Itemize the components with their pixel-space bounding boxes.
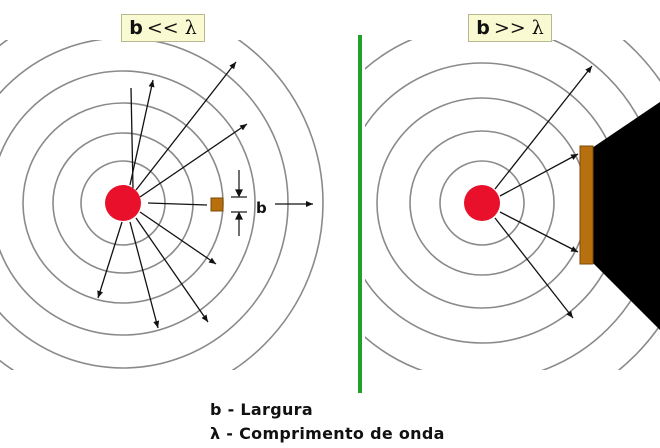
ray-arrow: [130, 87, 134, 189]
ray-arrow: [147, 202, 208, 206]
b-marker-label: b: [256, 199, 267, 217]
condition-text: >> λ: [493, 17, 544, 39]
wave-source-left: [105, 185, 141, 221]
width-symbol: b: [129, 17, 143, 39]
wavefront-ring: [439, 160, 525, 246]
shadow-region: [592, 102, 660, 330]
legend-width: b - Largura: [210, 400, 313, 419]
ray-arrow: [135, 61, 237, 191]
left-panel: [0, 40, 324, 370]
ray-arrow: [129, 221, 160, 329]
ray-arrow: [139, 123, 248, 198]
ray-arrow: [494, 65, 593, 190]
ray-arrow: [499, 211, 579, 253]
wavefront-ring: [0, 70, 256, 336]
ray-arrow: [97, 221, 123, 299]
wave-source-right: [464, 185, 500, 221]
wavefront-ring: [0, 40, 324, 370]
ray-arrow: [494, 217, 574, 319]
right-rays: [494, 65, 593, 319]
wavefront-ring: [409, 130, 555, 276]
legend-wavelength: λ - Comprimento de onda: [210, 424, 445, 443]
width-indicator: [231, 170, 247, 236]
condition-label-large-width: b >> λ: [468, 14, 552, 42]
ray-arrow: [129, 79, 155, 186]
ray-arrow: [139, 211, 217, 265]
ray-arrow: [135, 217, 209, 323]
small-obstacle: [210, 197, 224, 212]
width-symbol: b: [476, 17, 490, 39]
condition-label-small-width: b << λ: [121, 14, 205, 42]
wavefront-ring: [0, 40, 289, 369]
large-obstacle: [579, 145, 594, 265]
wavefront-ring: [52, 132, 194, 274]
condition-text: << λ: [146, 17, 197, 39]
ray-arrow: [499, 153, 579, 197]
left-rays: [97, 61, 313, 329]
right-panel: [365, 40, 660, 370]
